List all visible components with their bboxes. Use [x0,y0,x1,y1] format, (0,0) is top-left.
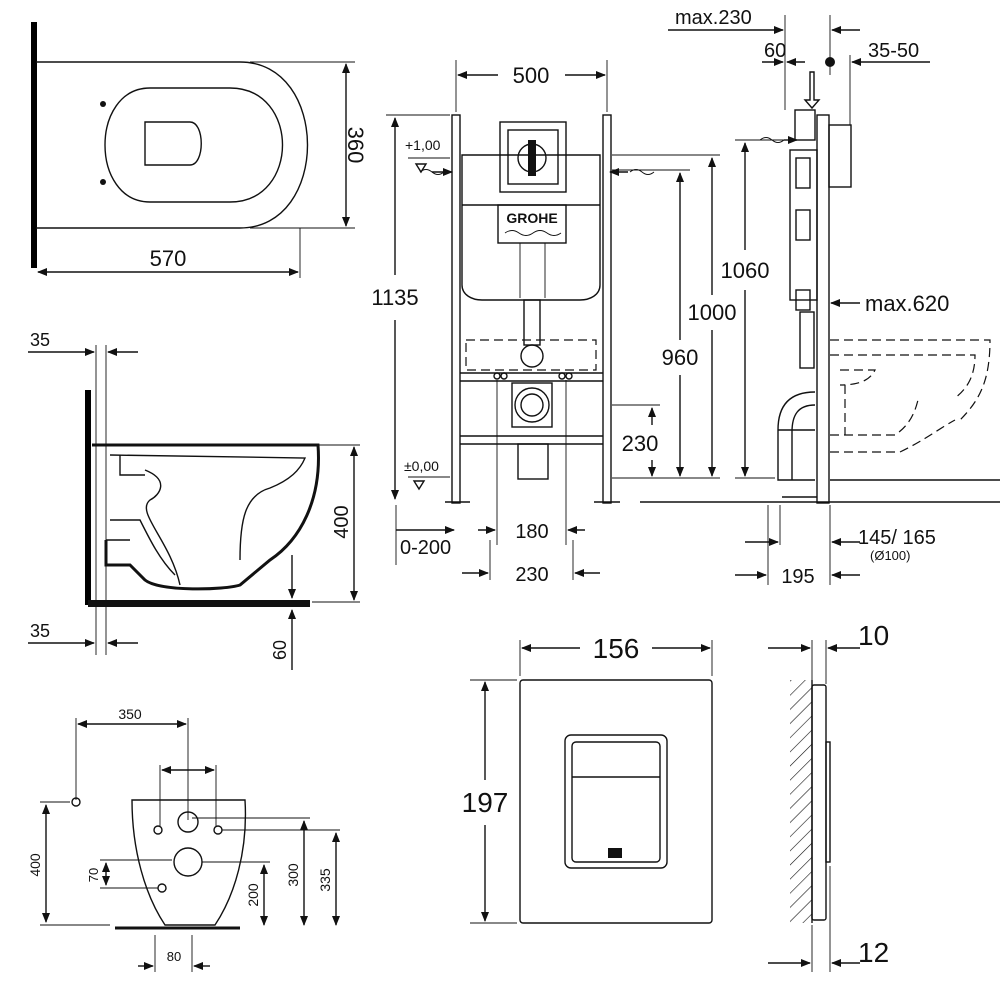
side-height-1060-label: 1060 [721,258,770,283]
frame-height-230-label: 230 [622,431,659,456]
frame-side-view: max.230 60 35-50 [640,7,1000,588]
toilet-top-view: 360 570 [31,22,368,278]
side-max230-label: max.230 [675,7,752,29]
frame-height-1135-label: 1135 [371,285,418,310]
plate-depth-bottom-label: 12 [858,937,889,968]
frame-front-view: 500 GROHE [371,60,736,586]
level-top-label: +1,00 [405,137,441,153]
side-pipe-label: (Ø100) [870,548,910,563]
top-length-label: 570 [150,246,187,271]
frame-width-label: 500 [513,63,550,88]
side-wall-top-label: 35 [30,330,50,350]
mount-d80-label: 80 [167,949,181,964]
plate-height-label: 197 [462,787,509,818]
side-d35-50-label: 35-50 [868,40,919,62]
top-width-label: 360 [343,127,368,164]
frame-offset-label: 0-200 [400,537,451,559]
frame-height-1000-label: 1000 [688,300,737,325]
level-bottom-label: ±0,00 [404,458,439,474]
mount-d200-label: 200 [245,883,261,907]
side-floor-gap-label: 60 [270,640,290,660]
side-d145-165-label: 145/ 165 [858,527,936,549]
mount-d70-label: 70 [86,868,101,882]
flush-plate-front: 156 197 [462,633,713,924]
flush-plate-side: 10 12 [768,620,889,972]
side-d60-label: 60 [764,40,786,62]
brand-logo: GROHE [506,210,557,226]
plate-depth-top-label: 10 [858,620,889,651]
side-wall-bottom-label: 35 [30,621,50,641]
frame-d180-label: 180 [515,521,548,543]
frame-d230-label: 230 [515,564,548,586]
toilet-mounting-view: 350 400 70 200 300 335 80 [27,706,340,972]
plate-width-label: 156 [593,633,640,664]
side-height-label: 400 [331,505,353,538]
mount-d300-label: 300 [285,863,301,887]
mount-spacing-label: 350 [118,706,142,722]
toilet-side-view: 35 35 400 60 [28,330,360,670]
mount-d335-label: 335 [317,868,333,892]
side-max620-label: max.620 [865,291,949,316]
mount-height-label: 400 [27,853,43,877]
frame-height-960-label: 960 [662,345,699,370]
side-d195-label: 195 [781,566,814,588]
